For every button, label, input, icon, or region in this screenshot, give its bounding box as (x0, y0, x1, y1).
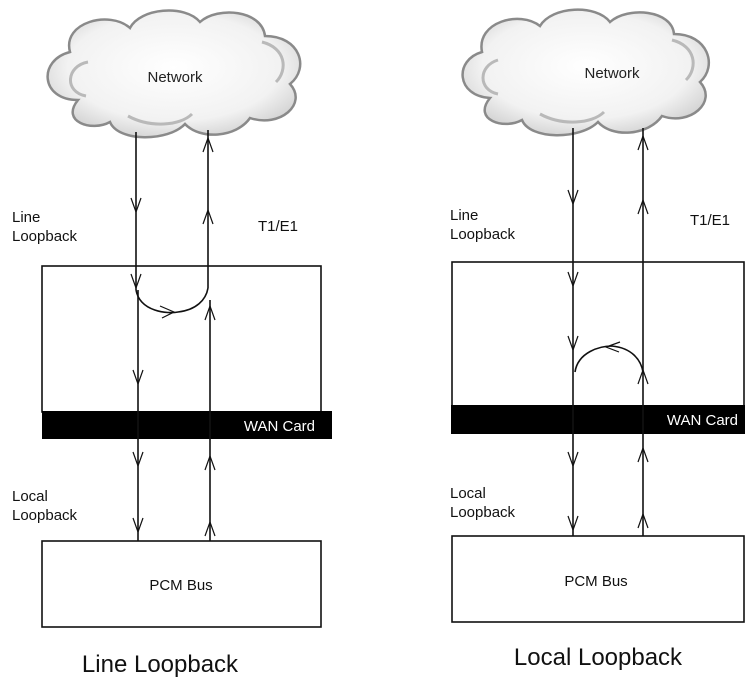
left-arrow-down-4 (132, 451, 144, 468)
left-arrow-up-5 (204, 520, 216, 537)
right-network-label: Network (584, 65, 640, 82)
left-arrow-up-4 (204, 454, 216, 471)
right-local-loopback-label-2: Loopback (450, 504, 516, 521)
right-pcm-bus-label: PCM Bus (564, 573, 627, 590)
right-local-loopback-label-1: Local (450, 485, 486, 502)
right-arrow-up-2 (637, 198, 649, 215)
left-arrow-down-5 (132, 517, 144, 534)
right-diagram: Network Line Loopback T1/E1 WAN Card Loc… (450, 8, 745, 671)
right-arrow-loop (604, 341, 621, 353)
right-cloud-inner-shade (481, 38, 695, 124)
right-line-loopback-label-1: Line (450, 207, 478, 224)
left-card-box (41, 265, 322, 413)
left-wan-card-bar (42, 411, 332, 439)
left-cloud-shape (46, 9, 302, 139)
right-arrow-down-1 (567, 189, 579, 206)
left-line-loopback-label-1: Line (12, 209, 40, 226)
left-t1e1-label: T1/E1 (258, 218, 298, 235)
left-network-cloud: Network (46, 9, 302, 139)
right-arrow-up-4 (637, 446, 649, 463)
right-cloud-shape (461, 8, 710, 137)
left-network-label: Network (147, 69, 203, 86)
right-wan-card-bar (451, 405, 745, 434)
right-arrow-up-5 (637, 512, 649, 529)
right-arrow-down-3 (567, 335, 579, 352)
left-local-loopback-label-2: Loopback (12, 507, 78, 524)
right-arrow-down-5 (567, 515, 579, 532)
right-arrow-up-3 (637, 368, 649, 385)
left-cloud-inner-shade (69, 40, 285, 126)
left-arrow-up-3 (204, 304, 216, 321)
right-wire-loop-arc (574, 345, 644, 373)
left-arrow-down-3 (132, 369, 144, 386)
left-caption: Line Loopback (82, 651, 239, 678)
right-t1e1-label: T1/E1 (690, 212, 730, 229)
right-network-cloud: Network (461, 8, 710, 137)
right-arrow-up-1 (637, 134, 649, 151)
left-pcm-bus-label: PCM Bus (149, 577, 212, 594)
left-pcm-bus-box (41, 540, 322, 628)
left-wire-loop-arc (135, 287, 209, 314)
right-caption: Local Loopback (514, 644, 683, 671)
left-arrow-up-1 (202, 136, 214, 153)
right-arrow-down-2 (567, 271, 579, 288)
left-arrow-down-2 (130, 273, 142, 290)
left-arrow-loop (159, 305, 176, 319)
right-arrow-down-4 (567, 451, 579, 468)
left-line-loopback-label-2: Loopback (12, 228, 78, 245)
right-pcm-bus-box (451, 535, 745, 623)
left-wan-card-label: WAN Card (244, 418, 315, 435)
right-line-loopback-label-2: Loopback (450, 226, 516, 243)
right-wan-card-label: WAN Card (667, 412, 738, 429)
left-diagram: Network Line Loopback T1/E1 WAN Card Loc… (12, 9, 332, 678)
right-card-box (451, 261, 745, 407)
left-arrow-up-2 (202, 208, 214, 225)
left-local-loopback-label-1: Local (12, 488, 48, 505)
left-arrow-down-1 (130, 197, 142, 214)
